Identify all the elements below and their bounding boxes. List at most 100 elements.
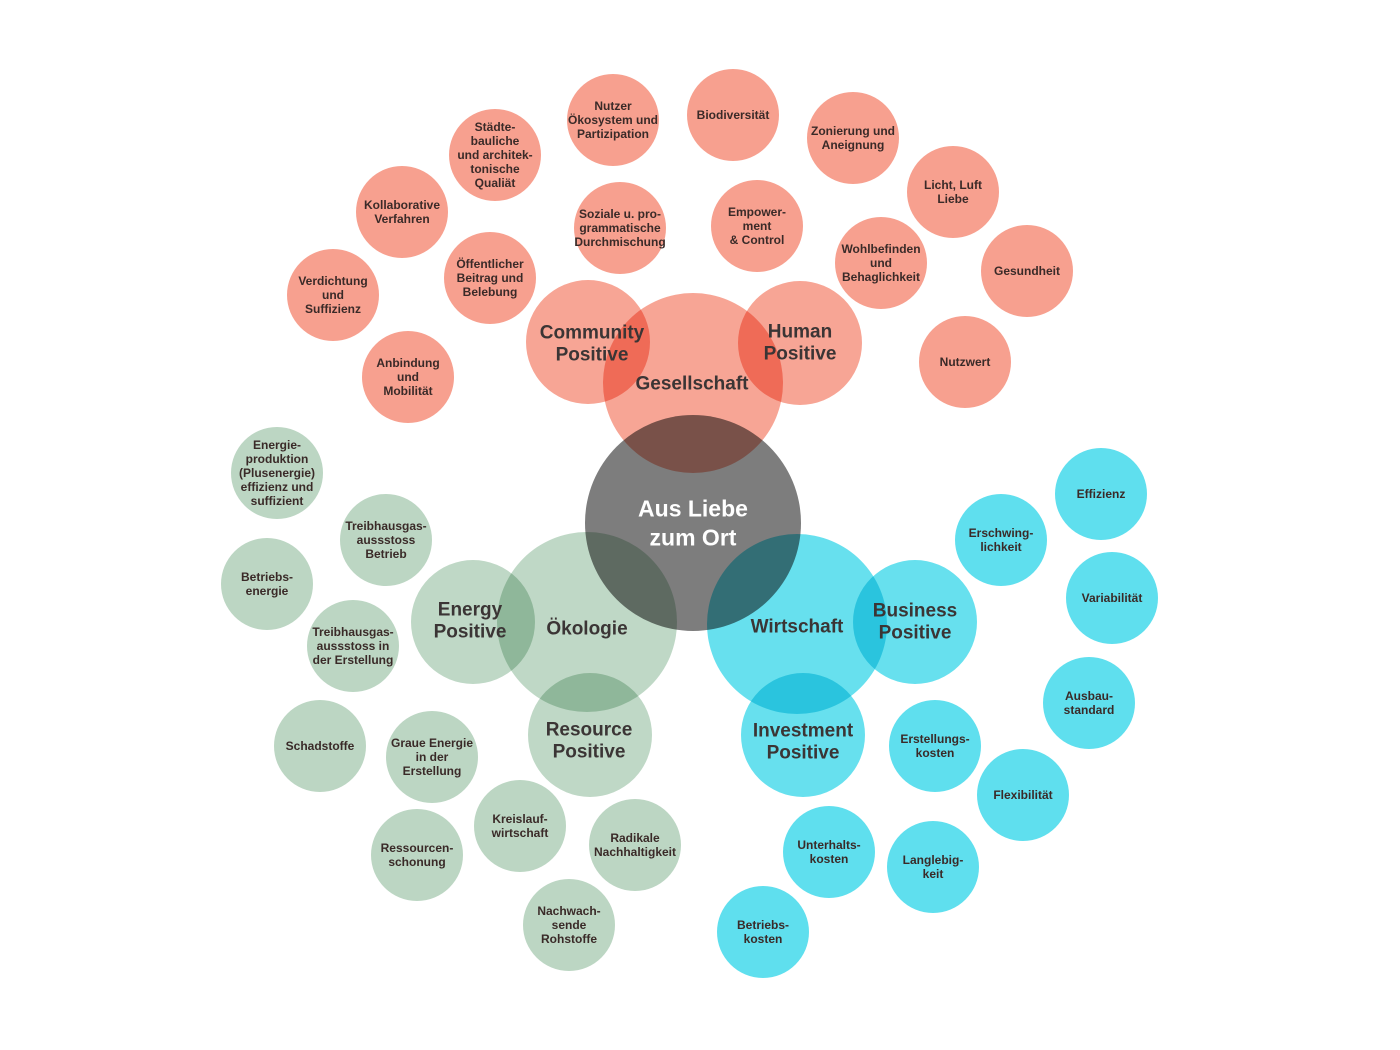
label-line: schonung [388, 855, 445, 869]
bubble-circle [444, 232, 536, 324]
bubble-circle [574, 182, 666, 274]
topic-bubble-nutzwert: Nutzwert [919, 316, 1011, 408]
label-line: tonische [470, 162, 520, 176]
label-line: wirtschaft [491, 826, 549, 840]
gesellschaft-label-group: Gesellschaft [636, 374, 750, 395]
topic-bubble-flexibilität: Flexibilität [977, 749, 1069, 841]
topic-bubble-erschwing-lichkeit: Erschwing-lichkeit [955, 494, 1047, 586]
label-line: Verdichtung [298, 274, 367, 288]
label-line: Positive [553, 742, 626, 763]
label-line: in der [416, 750, 449, 764]
topic-bubble-erstellungs-kosten: Erstellungs-kosten [889, 700, 981, 792]
label-line: standard [1064, 703, 1115, 717]
label-line: Kreislauf- [492, 812, 547, 826]
label-line: Städte- [475, 120, 516, 134]
label-line: Kollaborative [364, 198, 440, 212]
bubble-circle [386, 711, 478, 803]
label-line: Wirtschaft [751, 617, 844, 638]
topic-bubble-betriebs-energie: Betriebs-energie [221, 538, 313, 630]
oekologie-label-group: Ökologie [546, 619, 627, 640]
bubble-label: Ressourcen-schonung [381, 841, 454, 869]
label-line: Human [768, 322, 832, 343]
bubble-circle [981, 225, 1073, 317]
bubble-label: Erschwing-lichkeit [969, 526, 1034, 554]
bubble-label: Flexibilität [993, 788, 1052, 802]
label-line: Positive [879, 623, 952, 644]
topic-bubble-unterhalts-kosten: Unterhalts-kosten [783, 806, 875, 898]
label-line: Wohlbefinden [841, 242, 920, 256]
bubble-circle [231, 427, 323, 519]
label-line: bauliche [471, 134, 520, 148]
topic-bubble-biodiversität: Biodiversität [687, 69, 779, 161]
bubble-label: Biodiversität [697, 108, 770, 122]
label-line: kosten [810, 852, 849, 866]
label-line: Zonierung und [811, 124, 895, 138]
bubble-circle [356, 166, 448, 258]
label-line: Partizipation [577, 127, 649, 141]
label-line: Verfahren [374, 212, 429, 226]
bubble-circle [977, 749, 1069, 841]
label-line: Graue Energie [391, 736, 473, 750]
topic-bubble-effizienz: Effizienz [1055, 448, 1147, 540]
label-line: lichkeit [980, 540, 1021, 554]
bubble-circle [449, 109, 541, 201]
bubble-circle [274, 700, 366, 792]
label-line: aussstoss [357, 533, 416, 547]
bubble-circle [1043, 657, 1135, 749]
bubble-label: Ökologie [546, 619, 627, 640]
bubble-label: Ausbau-standard [1064, 689, 1115, 717]
label-line: (Plusenergie) [239, 466, 315, 480]
wirtschaft-label-group: Wirtschaft [751, 617, 844, 638]
label-line: Business [873, 601, 957, 622]
label-line: Gesundheit [994, 264, 1060, 278]
label-line: Ökologie [546, 619, 627, 640]
bubble-label: Gesellschaft [636, 374, 750, 395]
bubble-label: Betriebs-kosten [737, 918, 789, 946]
label-line: Treibhausgas- [345, 519, 426, 533]
bubble-circle [589, 799, 681, 891]
topic-bubble-energie-produktion-plusenergie-effizienz-und-suffizient: Energie-produktion(Plusenergie)effizienz… [231, 427, 323, 519]
label-line: Nutzwert [940, 355, 991, 369]
label-line: Erschwing- [969, 526, 1034, 540]
label-line: Anbindung [376, 356, 439, 370]
label-line: Positive [767, 743, 840, 764]
bubble-circle [887, 821, 979, 913]
label-line: Betriebs- [737, 918, 789, 932]
topic-bubble-kreislauf-wirtschaft: Kreislauf-wirtschaft [474, 780, 566, 872]
label-line: Behaglichkeit [842, 270, 920, 284]
bubble-circle [362, 331, 454, 423]
bubble-circle [711, 180, 803, 272]
label-line: Qualiät [475, 176, 516, 190]
bubble-circle [474, 780, 566, 872]
bubble-circle [567, 74, 659, 166]
bubble-circle [717, 886, 809, 978]
label-line: Erstellung [403, 764, 462, 778]
label-line: Investment [753, 721, 854, 742]
label-line: Belebung [463, 285, 518, 299]
